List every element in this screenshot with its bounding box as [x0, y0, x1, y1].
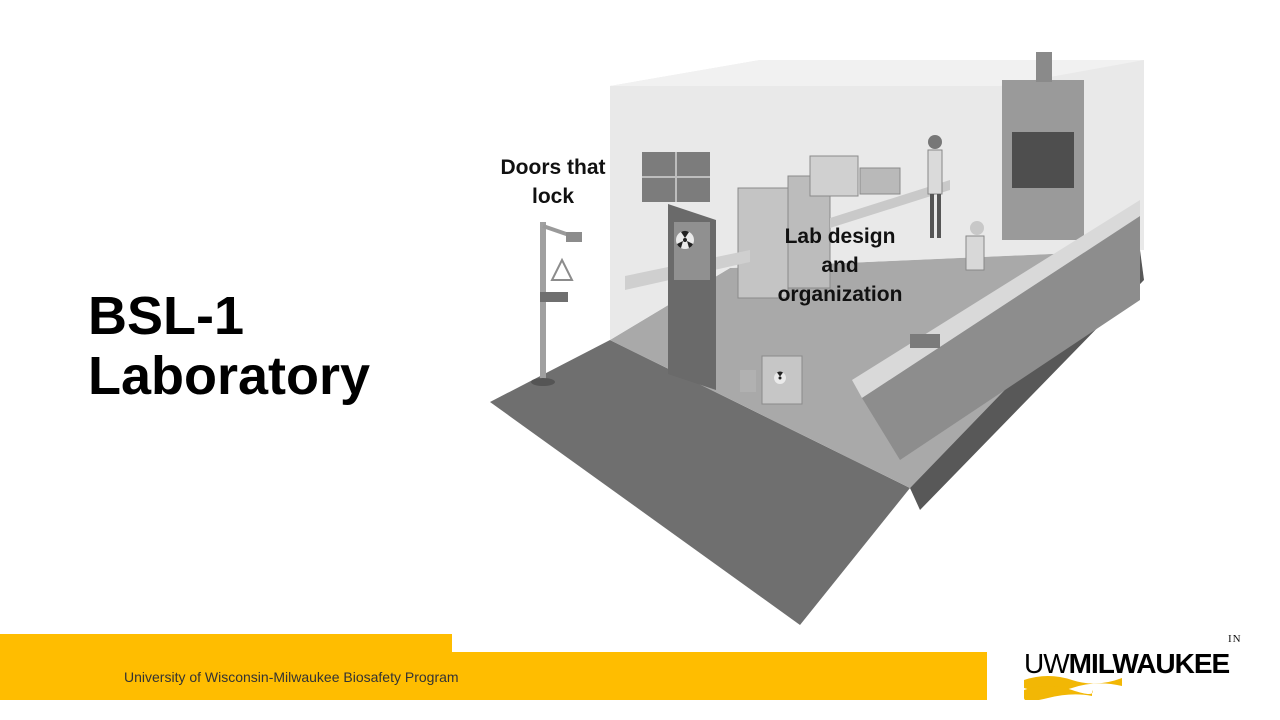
back-bench [830, 180, 950, 228]
uwm-logo-wave-icon [1024, 676, 1122, 700]
lab-worker-seated [965, 221, 985, 271]
footer-band [0, 652, 987, 700]
ceiling [610, 60, 1144, 86]
footer-accent-bar [0, 634, 452, 652]
callout-doors-that-lock: Doors that lock [500, 156, 606, 208]
radiation-hazard-icon [676, 230, 694, 249]
island-bench [852, 200, 1140, 398]
bench-equipment [809, 155, 859, 197]
uwm-logo-wordmark: UWMILWAUKEE [1024, 648, 1231, 680]
bsl1-lab-illustration [490, 52, 1144, 625]
outer-floor [490, 340, 910, 625]
callout-lab-design: Lab design and organization [777, 225, 903, 306]
eyewash-station-icon [531, 222, 582, 386]
radiation-hazard-icon [774, 371, 786, 384]
logo-uw: UW [1024, 648, 1070, 679]
lab-worker-standing [927, 135, 943, 238]
footer-text: University of Wisconsin-Milwaukee Biosaf… [124, 669, 459, 685]
logo-milwaukee: MILWAUKEE [1068, 648, 1231, 679]
logo-in-mark: IN [1228, 633, 1242, 645]
slide-title: BSL-1 Laboratory [88, 286, 371, 406]
freezer-1 [737, 187, 789, 299]
